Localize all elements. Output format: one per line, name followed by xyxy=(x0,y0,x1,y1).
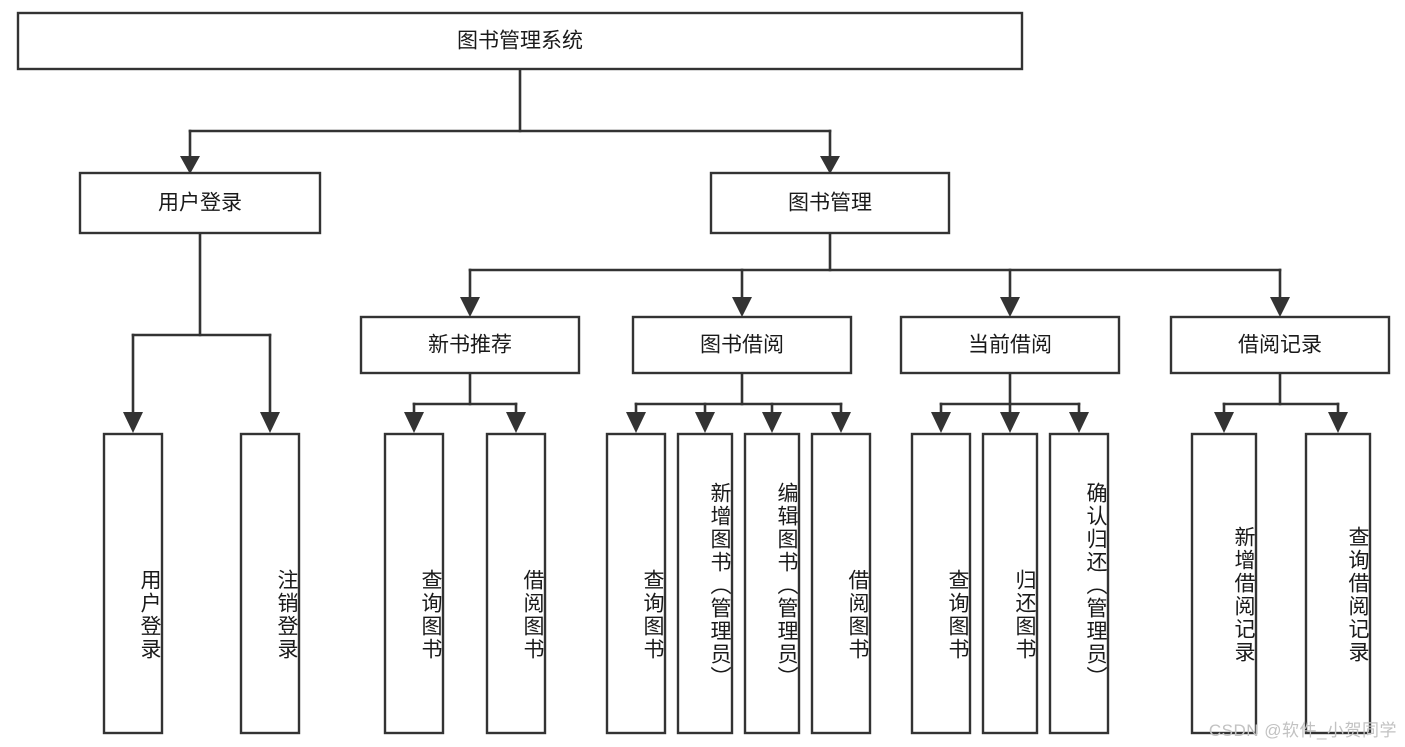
leaf-box-add-record[interactable] xyxy=(1190,432,1258,735)
node-new-book-recommend[interactable]: 新书推荐 xyxy=(359,315,581,375)
watermark-text: CSDN @软件_小贺同学 xyxy=(1208,721,1397,740)
leaf-box-logout[interactable] xyxy=(239,432,301,735)
leaf-box-user-login[interactable] xyxy=(102,432,164,735)
arrowhead-leaf-edit-book xyxy=(762,412,782,433)
connector-group-new-book-recommend xyxy=(404,371,526,433)
node-root[interactable]: 图书管理系统 xyxy=(16,11,1024,71)
leaf-box-query-book-3[interactable] xyxy=(910,432,972,735)
node-new-book-recommend-label: 新书推荐 xyxy=(428,334,512,357)
leaf-box-return-book[interactable] xyxy=(981,432,1039,735)
leaf-box-add-book[interactable] xyxy=(676,432,734,735)
connector-group-book-borrow xyxy=(626,371,851,433)
arrowhead-leaf-confirm-return xyxy=(1069,412,1089,433)
arrowhead-leaf-borrow-book-2 xyxy=(831,412,851,433)
connector-group-book-management xyxy=(460,231,1290,317)
leaf-box-edit-book[interactable] xyxy=(743,432,801,735)
leaf-box-borrow-book-2[interactable] xyxy=(810,432,872,735)
node-book-management[interactable]: 图书管理 xyxy=(709,171,951,235)
node-borrow-record-label: 借阅记录 xyxy=(1238,334,1322,357)
arrowhead-leaf-query-book-1 xyxy=(404,412,424,433)
leaf-box-query-book-1[interactable] xyxy=(383,432,445,735)
node-borrow-record[interactable]: 借阅记录 xyxy=(1169,315,1391,375)
node-root-box[interactable] xyxy=(16,11,1024,71)
node-borrow-record-box[interactable] xyxy=(1169,315,1391,375)
leaf-box-query-record[interactable] xyxy=(1304,432,1372,735)
arrowhead-leaf-query-record xyxy=(1328,412,1348,433)
node-book-borrow-box[interactable] xyxy=(631,315,853,375)
arrowhead-borrow-record xyxy=(1270,297,1290,317)
leaf-box-confirm-return[interactable] xyxy=(1048,432,1110,735)
connector-group-current-borrow xyxy=(931,371,1089,433)
arrowhead-book-borrow xyxy=(732,297,752,317)
node-user-login-box[interactable] xyxy=(78,171,322,235)
leaf-box-borrow-book-1[interactable] xyxy=(485,432,547,735)
node-root-label: 图书管理系统 xyxy=(457,30,583,53)
node-current-borrow[interactable]: 当前借阅 xyxy=(899,315,1121,375)
node-user-login-label: 用户登录 xyxy=(158,192,242,215)
node-book-management-box[interactable] xyxy=(709,171,951,235)
arrowhead-new-book-recommend xyxy=(460,297,480,317)
leaf-box-query-book-2[interactable] xyxy=(605,432,667,735)
arrowhead-current-borrow xyxy=(1000,297,1020,317)
node-current-borrow-label: 当前借阅 xyxy=(968,334,1052,357)
connector-group-root xyxy=(180,67,840,174)
arrowhead-leaf-user-login xyxy=(123,412,143,433)
arrowhead-leaf-logout xyxy=(260,412,280,433)
node-current-borrow-box[interactable] xyxy=(899,315,1121,375)
arrowhead-user-login xyxy=(180,156,200,174)
arrowhead-leaf-borrow-book-1 xyxy=(506,412,526,433)
node-book-management-label: 图书管理 xyxy=(788,192,872,215)
node-book-borrow-label: 图书借阅 xyxy=(700,334,784,357)
arrowhead-leaf-query-book-2 xyxy=(626,412,646,433)
arrowhead-leaf-query-book-3 xyxy=(931,412,951,433)
arrowhead-book-management xyxy=(820,156,840,174)
node-new-book-recommend-box[interactable] xyxy=(359,315,581,375)
node-book-borrow[interactable]: 图书借阅 xyxy=(631,315,853,375)
connector-group-user-login xyxy=(123,231,280,433)
connector-group-borrow-record xyxy=(1214,371,1348,433)
node-user-login[interactable]: 用户登录 xyxy=(78,171,322,235)
arrowhead-leaf-add-record xyxy=(1214,412,1234,433)
arrowhead-leaf-add-book xyxy=(695,412,715,433)
arrowhead-leaf-return-book xyxy=(1000,412,1020,433)
